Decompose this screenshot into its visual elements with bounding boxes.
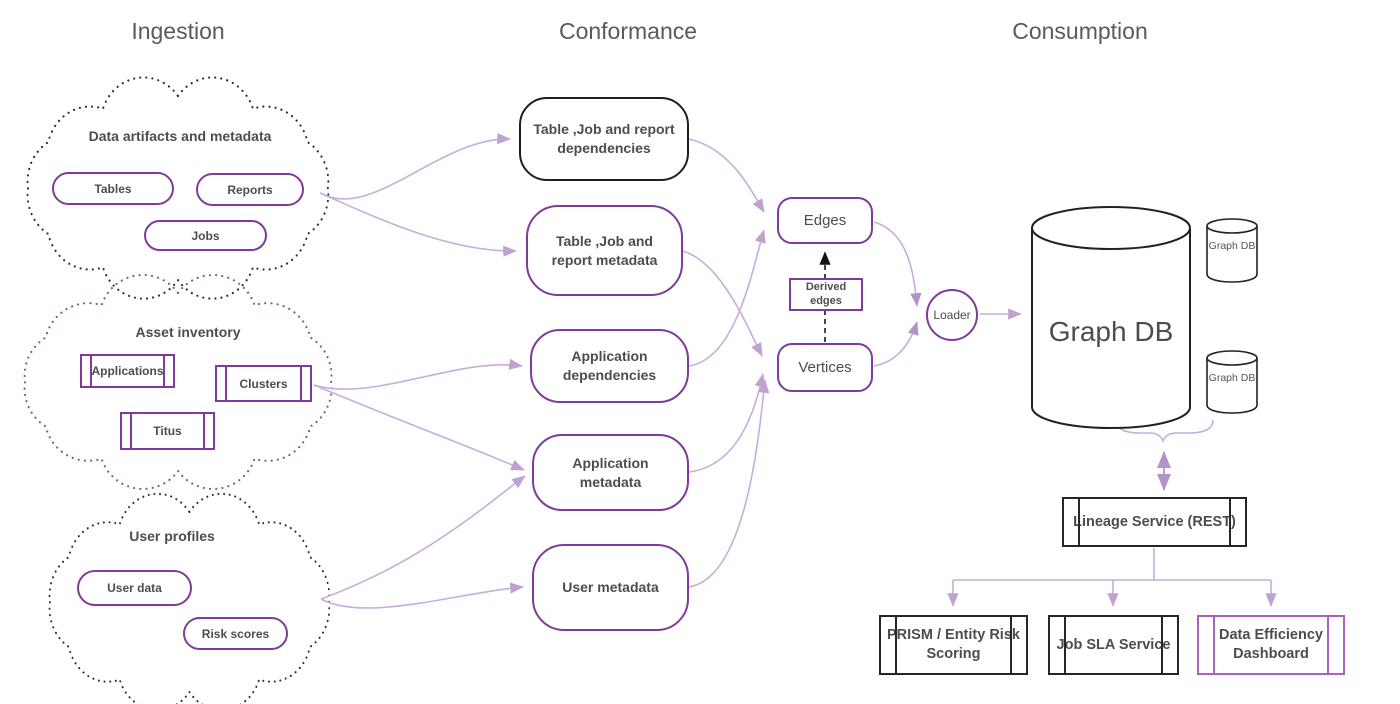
graphdb-brace	[1115, 419, 1214, 444]
cloud-outlines	[23, 76, 333, 704]
node-tables: Tables	[52, 172, 174, 205]
node-risk-scores: Risk scores	[183, 617, 288, 650]
arrow-cloud1-to-metadata	[319, 192, 517, 257]
replica-1-label: Graph DB	[1208, 240, 1256, 252]
connectors	[313, 133, 1277, 609]
cloud-user-profiles-outline	[48, 492, 331, 704]
arrow-app-dependencies-to-edges	[688, 229, 766, 367]
node-titus: Titus	[120, 412, 215, 450]
node-clusters: Clusters	[215, 365, 312, 402]
column-header-conformance: Conformance	[558, 18, 698, 44]
arrow-edges-to-loader	[873, 221, 922, 307]
cloud-title-asset-inventory: Asset inventory	[135, 324, 241, 340]
column-header-ingestion: Ingestion	[131, 18, 225, 44]
cloud-asset-inventory-outline	[23, 273, 333, 490]
node-derived-edges: Derived edges	[789, 278, 863, 311]
cloud-title-data-artifacts: Data artifacts and metadata	[88, 128, 272, 144]
node-edges: Edges	[777, 197, 873, 244]
arrow-cloud1-to-dependencies	[319, 133, 511, 200]
replica-2-label: Graph DB	[1208, 372, 1256, 384]
node-lineage-service: Lineage Service (REST)	[1062, 497, 1247, 547]
graphdb-label: Graph DB	[1048, 316, 1174, 347]
node-table-job-report-metadata: Table ,Job and report metadata	[526, 205, 683, 296]
node-data-efficiency-dashboard: Data Efficiency Dashboard	[1197, 615, 1345, 675]
node-application-dependencies: Application dependencies	[530, 329, 689, 403]
arrow-app-metadata-to-vertices	[688, 373, 766, 473]
graphdb-cylinder-top	[1031, 206, 1191, 250]
replica-cylinder-1-top	[1206, 218, 1258, 234]
node-application-metadata: Application metadata	[532, 434, 689, 511]
arrow-vertices-to-loader	[873, 321, 919, 367]
node-loader: Loader	[926, 289, 978, 341]
graphdb-cylinder	[1031, 228, 1191, 430]
lineage-branch-trunk	[953, 548, 1271, 581]
arrow-user-metadata-to-vertices	[688, 379, 770, 588]
node-prism-risk-scoring: PRISM / Entity Risk Scoring	[879, 615, 1028, 675]
cloud-data-artifacts-outline	[26, 76, 330, 300]
arrow-dependencies-to-edges	[688, 138, 765, 213]
node-reports: Reports	[196, 173, 304, 206]
node-user-data: User data	[77, 570, 192, 606]
arrow-cloud3-to-user-metadata	[320, 582, 524, 609]
node-applications: Applications	[80, 354, 175, 388]
cylinders	[1031, 206, 1258, 430]
column-header-consumption: Consumption	[1012, 18, 1148, 44]
arrow-cloud2-to-app-metadata	[313, 384, 525, 471]
node-table-job-report-dependencies: Table ,Job and report dependencies	[519, 97, 689, 181]
replica-cylinder-1	[1206, 226, 1258, 283]
node-jobs: Jobs	[144, 220, 267, 251]
replica-cylinder-2-top	[1206, 350, 1258, 366]
node-vertices: Vertices	[777, 343, 873, 392]
cloud-title-user-profiles: User profiles	[129, 528, 215, 544]
arrow-cloud2-to-app-dependencies	[313, 358, 523, 390]
node-user-metadata: User metadata	[532, 544, 689, 631]
arrow-metadata-to-vertices	[682, 250, 763, 357]
node-job-sla-service: Job SLA Service	[1048, 615, 1179, 675]
replica-cylinder-2	[1206, 358, 1258, 414]
arrow-cloud3-to-app-metadata	[320, 475, 526, 600]
